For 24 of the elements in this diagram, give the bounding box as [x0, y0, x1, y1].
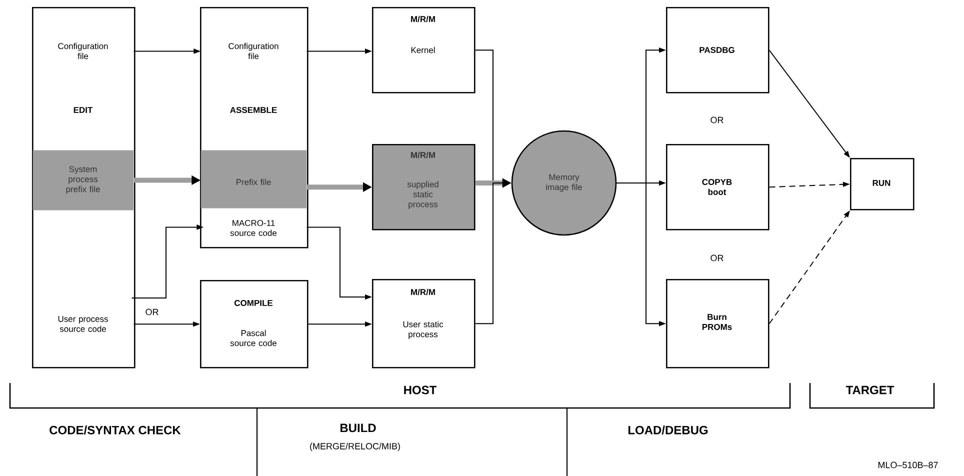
shaded-band: Prefix file: [200, 150, 307, 208]
label: BUILD: [340, 424, 376, 432]
file-label: Configuration file: [228, 42, 278, 60]
shaded-band: System process prefix file: [32, 150, 134, 210]
file-label: Configuration file: [58, 42, 108, 60]
process-box: Burn PROMs: [666, 279, 770, 368]
label: (MERGE/RELOC/MIB): [310, 442, 400, 452]
process-box: COMPILE Pascal source code: [200, 280, 308, 368]
label: MLO–510B–87: [878, 462, 938, 468]
label: TARGET: [846, 386, 894, 394]
process-box: COPYB boot: [666, 144, 770, 230]
process-box: M/R/M Kernel: [372, 7, 476, 94]
process-box: M/R/M User static process: [372, 279, 476, 368]
file-label: MACRO-11 source code: [230, 220, 276, 236]
process-box: PASDBG: [666, 7, 770, 94]
label: OR: [710, 116, 724, 124]
label: LOAD/DEBUG: [628, 426, 708, 434]
label: HOST: [404, 386, 437, 394]
label: OR: [710, 254, 724, 262]
label: CODE/SYNTAX CHECK: [50, 426, 181, 434]
process-box: RUN: [850, 158, 914, 210]
process-box: M/R/M supplied static process: [372, 144, 476, 230]
file-label: User process source code: [58, 316, 108, 332]
edge-label: OR: [144, 308, 160, 316]
